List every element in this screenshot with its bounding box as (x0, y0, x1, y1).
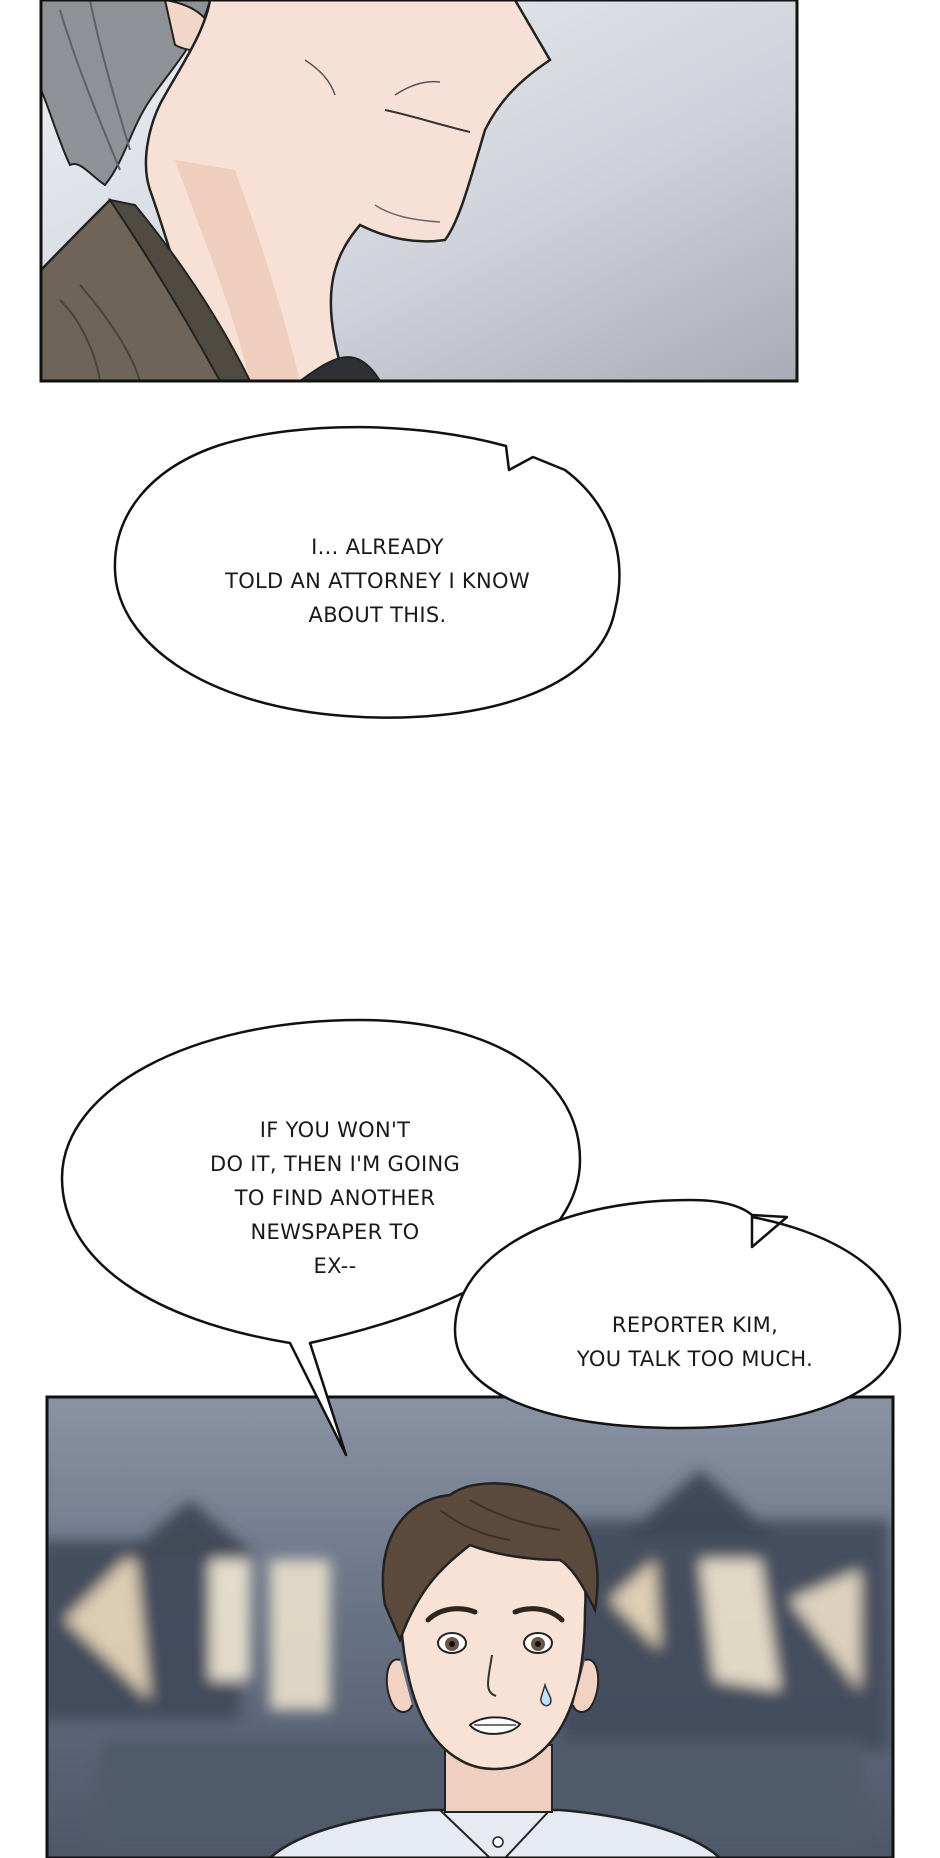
bubble-text-2: IF YOU WON'T DO IT, THEN I'M GOING TO FI… (170, 1113, 500, 1283)
panel-top (39, 0, 799, 383)
bubble-1-line-2: TOLD AN ATTORNEY I KNOW (225, 569, 530, 593)
bubble-2-line-5: EX-- (313, 1254, 357, 1278)
speech-bubble-3 (453, 1198, 902, 1430)
bubble-2-line-4: NEWSPAPER TO (250, 1220, 420, 1244)
bubble-2-line-1: IF YOU WON'T (259, 1118, 411, 1142)
bubble-2-line-3: TO FIND ANOTHER (234, 1186, 436, 1210)
bubble-text-1: I... ALREADY TOLD AN ATTORNEY I KNOW ABO… (190, 530, 565, 632)
brown-hair (381, 1482, 599, 1644)
speech-bubble-1 (113, 425, 621, 719)
shirt (268, 1808, 722, 1858)
panel-bottom (45, 1395, 895, 1858)
bubble-3-line-1: REPORTER KIM, (611, 1313, 779, 1337)
bubble-1-line-1: I... ALREADY (311, 535, 444, 559)
bubble-text-3: REPORTER KIM, YOU TALK TOO MUCH. (540, 1308, 850, 1376)
bubble-3-line-2: YOU TALK TOO MUCH. (576, 1347, 814, 1371)
bubble-1-line-3: ABOUT THIS. (308, 603, 447, 627)
gray-hair (41, 0, 212, 187)
bubble-2-line-2: DO IT, THEN I'M GOING (209, 1152, 461, 1176)
